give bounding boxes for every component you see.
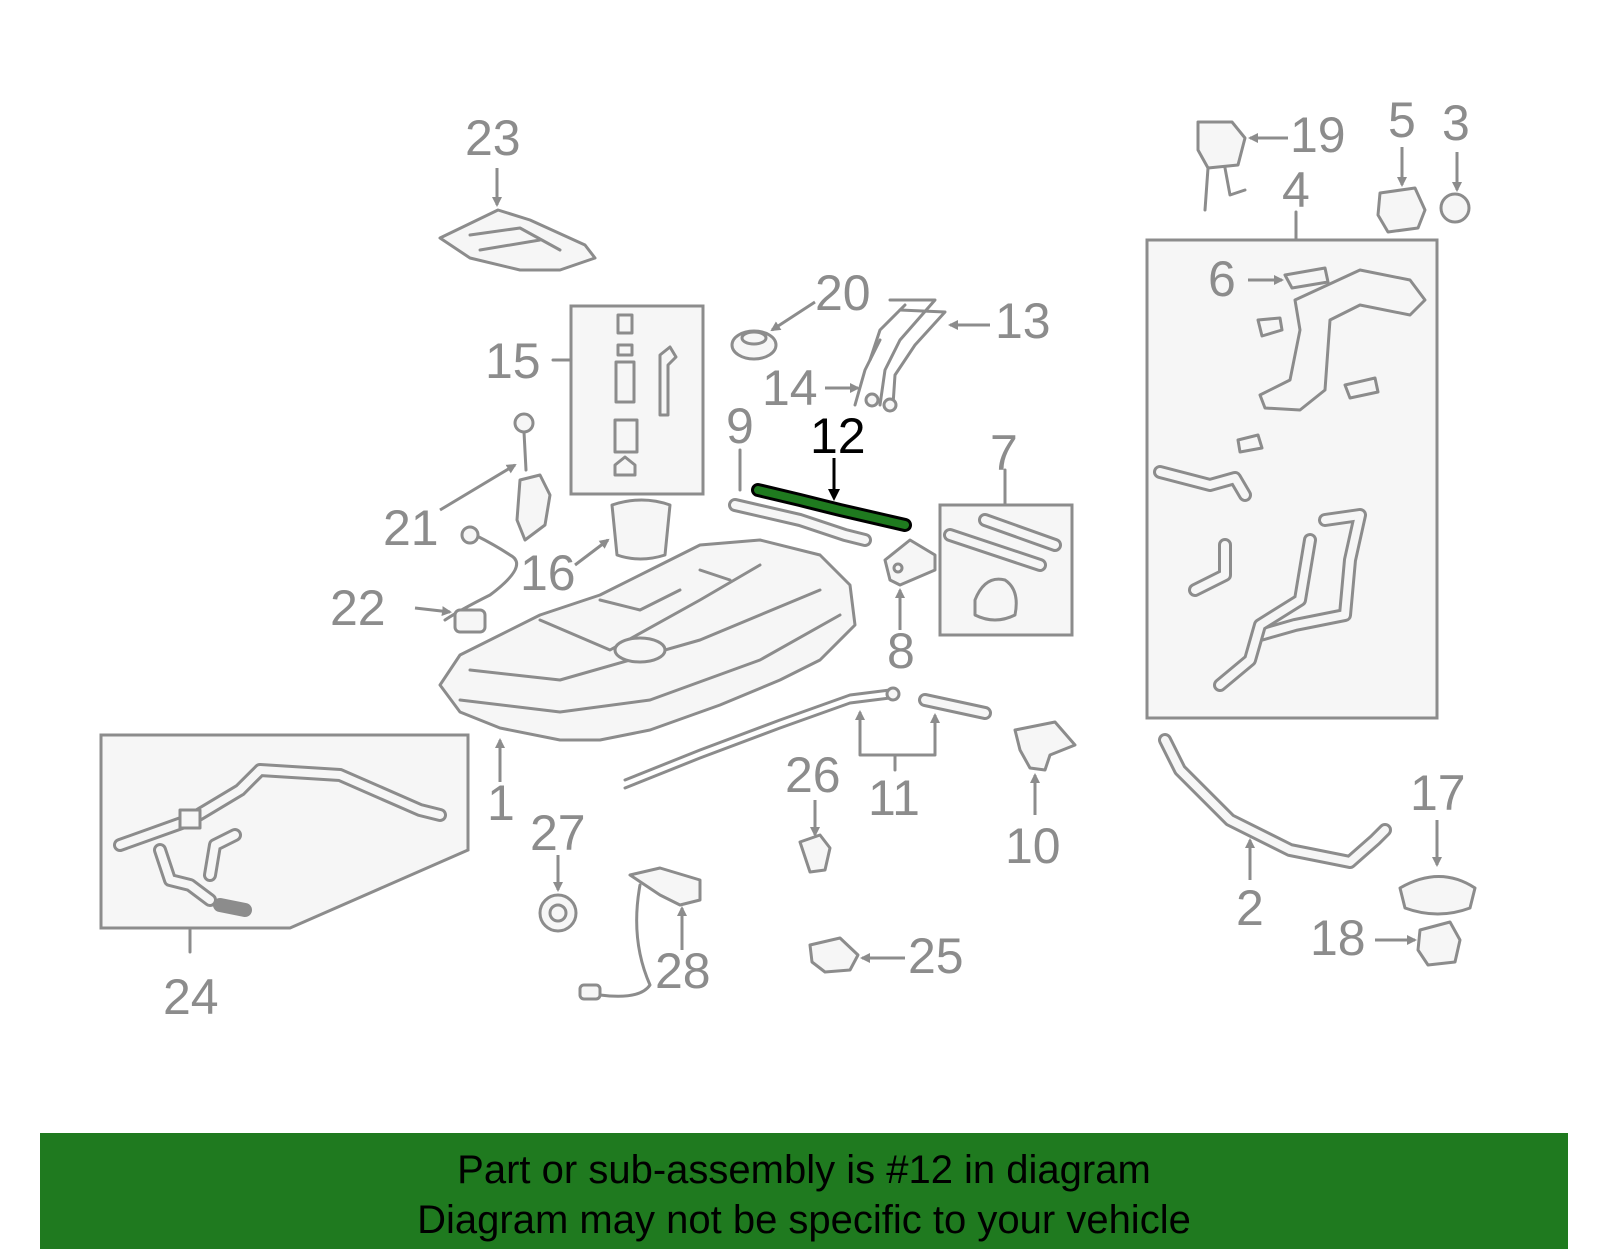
part-14-return-hose[interactable]: 14 — [762, 338, 898, 416]
part-20-seal[interactable]: 20 — [730, 265, 871, 361]
part-10-valve[interactable]: 10 — [1005, 720, 1077, 874]
callout-14: 14 — [762, 360, 818, 416]
part-5-cap-holder[interactable]: 5 — [1376, 92, 1427, 234]
part-27-grommet[interactable]: 27 — [530, 805, 586, 933]
part-2-tank-strap[interactable]: 2 — [1158, 733, 1392, 936]
part-19-breather-pipe[interactable]: 19 — [1196, 107, 1346, 212]
callout-13: 13 — [995, 293, 1051, 349]
callout-11: 11 — [868, 770, 920, 826]
part-12-highlighted-hose[interactable]: 12 — [751, 408, 912, 532]
part-28-sensor[interactable]: 28 — [578, 866, 711, 1001]
callout-2: 2 — [1236, 880, 1264, 936]
banner-line-2: Diagram may not be specific to your vehi… — [417, 1198, 1191, 1242]
part-16-fuel-pump[interactable]: 16 — [520, 498, 672, 601]
part-7-strap-kit[interactable]: 7 — [938, 425, 1074, 637]
part-1-fuel-tank[interactable]: 1 — [438, 538, 857, 831]
callout-3: 3 — [1442, 95, 1470, 151]
callout-27: 27 — [530, 805, 586, 861]
callout-19: 19 — [1290, 107, 1346, 163]
callout-26: 26 — [785, 747, 841, 803]
part-17-fuel-cap[interactable]: 17 — [1398, 765, 1477, 916]
part-8-bracket[interactable]: 8 — [883, 538, 937, 679]
callout-28: 28 — [655, 943, 711, 999]
callout-5: 5 — [1388, 92, 1416, 148]
callout-25: 25 — [908, 928, 964, 984]
part-13-feed-hose[interactable]: 13 — [868, 293, 1051, 407]
callout-22: 22 — [330, 580, 386, 636]
callout-8: 8 — [887, 623, 915, 679]
part-21-fuel-gauge-sender[interactable]: 21 — [383, 412, 552, 556]
callout-16: 16 — [520, 545, 576, 601]
callout-17: 17 — [1410, 765, 1466, 821]
banner-line-1: Part or sub-assembly is #12 in diagram — [457, 1148, 1151, 1192]
callout-4: 4 — [1282, 162, 1310, 218]
info-banner: Part or sub-assembly is #12 in diagram D… — [40, 1133, 1568, 1249]
part-18-cap-tether[interactable]: 18 — [1310, 910, 1462, 967]
callout-21: 21 — [383, 500, 439, 556]
callout-10: 10 — [1005, 818, 1061, 874]
part-25-clamp[interactable]: 25 — [808, 928, 964, 984]
part-3-nut[interactable]: 3 — [1439, 95, 1471, 224]
part-4-filler-neck-assembly[interactable]: 4 6 — [1145, 162, 1439, 720]
part-15-fuel-pump-kit[interactable]: 15 — [485, 304, 705, 496]
part-11-vent-hoses[interactable]: 11 — [623, 686, 992, 826]
part-26-clip[interactable]: 26 — [785, 747, 841, 874]
part-24-vapor-line-assembly[interactable]: 24 — [99, 733, 470, 1025]
callout-18: 18 — [1310, 910, 1366, 966]
part-23-splash-shield[interactable]: 23 — [438, 110, 597, 272]
callout-12: 12 — [810, 408, 866, 464]
part-22-wire-harness[interactable]: 22 — [330, 525, 519, 636]
callout-23: 23 — [465, 110, 521, 166]
callout-7: 7 — [990, 425, 1018, 481]
callout-9: 9 — [726, 398, 754, 454]
callout-6: 6 — [1208, 251, 1236, 307]
callout-1: 1 — [487, 775, 515, 831]
callout-24: 24 — [163, 969, 219, 1025]
callout-15: 15 — [485, 333, 541, 389]
callout-20: 20 — [815, 265, 871, 321]
part-9-hose[interactable]: 9 — [726, 398, 872, 547]
